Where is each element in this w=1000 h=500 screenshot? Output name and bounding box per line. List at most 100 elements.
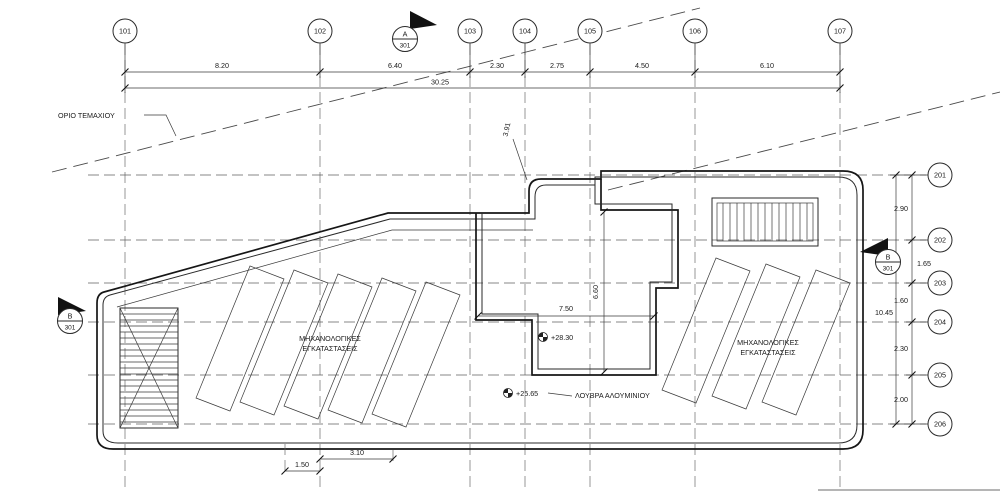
plot-boundary-label: ΟΡΙΟ ΤΕΜΑΧΙΟΥ [58, 111, 115, 120]
core-wall-outer [475, 179, 679, 376]
dim-label: 6.10 [760, 61, 774, 70]
grid-bubble-102: 102 [307, 18, 333, 44]
louver-panel [195, 265, 285, 412]
louver-panel [239, 269, 329, 416]
total-dim-label: 10.45 [875, 308, 893, 317]
pad-hatch [722, 203, 808, 241]
walkway-band-line [116, 229, 533, 308]
grid-bubble-203: 203 [927, 270, 953, 296]
dim-label: 2.75 [550, 61, 564, 70]
offset-leader-line [512, 138, 528, 181]
grid-bubble-206: 206 [927, 411, 953, 437]
grid-bubbles-right: 201 202 203 204 205 206 [927, 162, 953, 437]
section-arrow-icon [410, 11, 437, 29]
grid-label: 205 [934, 371, 946, 380]
grid-bubble-circle [457, 18, 483, 44]
shaft-cross [119, 307, 179, 429]
grid-label: 201 [934, 171, 946, 180]
grid-bubble-circle [307, 18, 333, 44]
top-extension-lines [124, 43, 841, 93]
core-outline [475, 179, 679, 376]
grid-bubble-circle [927, 411, 953, 437]
louver-bank-right [661, 257, 851, 416]
plot-boundary-line-2 [607, 91, 1000, 191]
stair-shaft [119, 307, 179, 429]
dim-label: 2.00 [894, 395, 908, 404]
right-extension-lines [890, 174, 928, 425]
grid-lines [88, 44, 926, 492]
louver-panel [371, 281, 461, 428]
louver-label: ΛΟΥΒΡΑ ΑΛΟΥΜΙΝΙΟΥ [575, 391, 650, 400]
grid-bubble-circle [927, 362, 953, 388]
grid-label: 204 [934, 318, 946, 327]
grid-bubble-105: 105 [577, 18, 603, 44]
building-outline [96, 170, 864, 450]
dim-label: 2.30 [894, 344, 908, 353]
grid-label: 202 [934, 236, 946, 245]
grid-bubble-circle [927, 162, 953, 188]
level-label: +25.65 [516, 389, 538, 398]
louver-panel [761, 269, 851, 416]
level-marker-icon [538, 332, 548, 342]
dim-label: 6.60 [591, 285, 600, 299]
grid-bubble-202: 202 [927, 227, 953, 253]
dim-label: 6.40 [388, 61, 402, 70]
grid-bubble-circle [927, 227, 953, 253]
level-label: +28.30 [551, 333, 573, 342]
grid-bubble-104: 104 [512, 18, 538, 44]
section-letter: A [403, 30, 408, 39]
grid-label: 206 [934, 420, 946, 429]
roof-perimeter-outer [96, 170, 864, 450]
grid-bubble-107: 107 [827, 18, 853, 44]
section-sheet: 301 [400, 43, 411, 50]
grid-label: 103 [464, 27, 476, 36]
core-wall-inner [481, 185, 673, 370]
level-marker-icon [503, 388, 513, 398]
louver-leader-line [547, 392, 573, 397]
section-marker-b-right: B 301 [860, 238, 901, 275]
grid-label: 104 [519, 27, 531, 36]
grid-label: 106 [689, 27, 701, 36]
grid-label: 203 [934, 279, 946, 288]
horizontal-grid-lines [88, 174, 926, 425]
dimensions-top: 8.20 6.40 2.30 2.75 4.50 6.10 30.25 [120, 43, 845, 93]
louver-panel [283, 273, 373, 420]
grid-bubble-circle [827, 18, 853, 44]
mech-left-label-line2: ΕΓΚΑΤΑΣΤΑΣΕΙΣ [302, 344, 358, 353]
dim-label: 8.20 [215, 61, 229, 70]
grid-bubble-101: 101 [112, 18, 138, 44]
grid-bubble-circle [112, 18, 138, 44]
mech-left-label-line1: ΜΗΧΑΝΟΛΟΓΙΚΕΣ [299, 334, 361, 343]
grid-bubble-204: 204 [927, 309, 953, 335]
section-sheet: 301 [65, 325, 76, 332]
section-letter: B [886, 253, 891, 262]
grid-bubble-106: 106 [682, 18, 708, 44]
louver-panel [327, 277, 417, 424]
vertical-grid-lines [124, 44, 841, 492]
mech-right-label-line2: ΕΓΚΑΤΑΣΤΑΣΕΙΣ [740, 348, 796, 357]
plot-boundary-leader [144, 114, 177, 137]
grid-label: 107 [834, 27, 846, 36]
section-marker-a: A 301 [392, 11, 437, 52]
grid-label: 105 [584, 27, 596, 36]
louver-panel [711, 263, 801, 410]
dim-label: 7.50 [559, 304, 573, 313]
grid-label: 101 [119, 27, 131, 36]
dim-label: 2.30 [490, 61, 504, 70]
grid-bubbles-top: 101 102 103 104 105 106 107 [112, 18, 853, 44]
louver-bank-left [195, 265, 461, 428]
dimensions-right: 2.90 1.65 1.60 2.30 2.00 10.45 [875, 170, 931, 429]
dimensions-core: 7.50 6.60 3.91 [473, 122, 659, 377]
grid-bubble-circle [512, 18, 538, 44]
hatched-equipment-pad [711, 197, 819, 247]
dim-label: 4.50 [635, 61, 649, 70]
grid-bubble-103: 103 [457, 18, 483, 44]
total-dim-label: 30.25 [431, 78, 449, 87]
louver-panel [661, 257, 751, 404]
section-letter: B [68, 312, 73, 321]
grid-label: 102 [314, 27, 326, 36]
grid-bubble-circle [682, 18, 708, 44]
dimensions-bottom: 3.10 1.50 [280, 444, 398, 476]
